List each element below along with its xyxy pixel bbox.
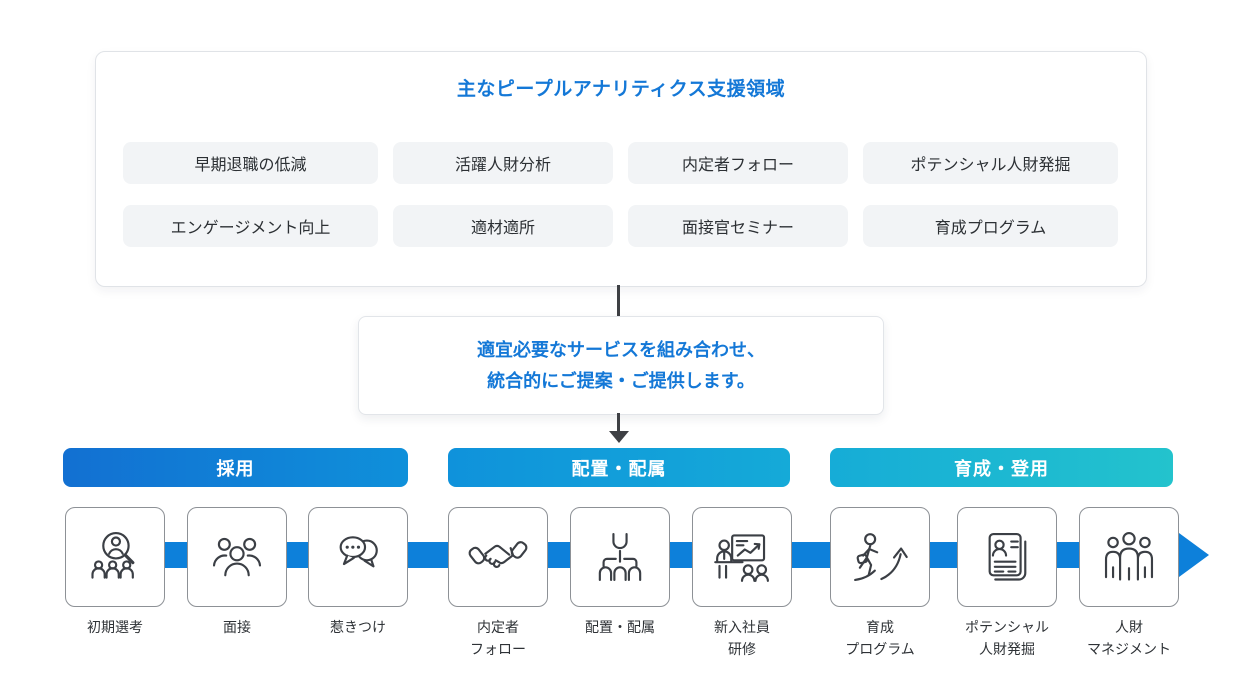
step-label: 新入社員 研修 (714, 619, 770, 657)
handshake-icon (468, 541, 528, 568)
step-box-development-program (830, 507, 930, 607)
support-area-pill: 面接官セミナー (628, 205, 848, 247)
step-label: 惹きつけ (330, 619, 386, 635)
support-area-pill: ポテンシャル人財発掘 (863, 142, 1118, 184)
phase-label: 採用 (216, 458, 255, 479)
people-management-icon (1104, 532, 1154, 581)
candidate-screening-icon (91, 532, 135, 579)
support-pills-row-1: 早期退職の低減 活躍人財分析 内定者フォロー ポテンシャル人財発掘 (123, 142, 1118, 184)
support-area-pill: エンゲージメント向上 (123, 205, 378, 247)
timeline-arrowhead-icon (1179, 533, 1209, 577)
phase-label: 育成・登用 (954, 458, 1049, 479)
support-pills-row-2: エンゲージメント向上 適材適所 面接官セミナー 育成プログラム (123, 205, 1118, 247)
training-presentation-icon (714, 534, 769, 582)
resume-discovery-icon (988, 532, 1027, 581)
interview-icon (212, 537, 262, 577)
step-label: 配置・配属 (585, 619, 655, 635)
growth-path-icon (854, 533, 908, 582)
step-box-potential-talent-discovery (957, 507, 1057, 607)
proposal-text: 適宜必要なサービスを組み合わせ、 統合的にご提案・ご提供します。 (477, 339, 765, 391)
step-box-talent-management (1079, 507, 1179, 607)
step-box-interview (187, 507, 287, 607)
proposal-box: 適宜必要なサービスを組み合わせ、 統合的にご提案・ご提供します。 (358, 316, 884, 415)
step-box-offer-holder-follow (448, 507, 548, 607)
speech-bubbles-icon (339, 536, 378, 568)
connector-line-bottom (617, 413, 620, 432)
step-label: 育成 プログラム (845, 619, 915, 657)
phase-bar-3: 育成・登用 (830, 448, 1173, 487)
step-box-new-employee-training (692, 507, 792, 607)
connector-line-top (617, 285, 620, 316)
support-area-pill: 内定者フォロー (628, 142, 848, 184)
phase-bar-2: 配置・配属 (448, 448, 790, 487)
support-areas-card: 主なピープルアナリティクス支援領域 早期退職の低減 活躍人財分析 内定者フォロー… (95, 51, 1147, 287)
phase-label: 配置・配属 (571, 458, 667, 479)
card-title: 主なピープルアナリティクス支援領域 (456, 79, 786, 100)
support-area-pill: 早期退職の低減 (123, 142, 378, 184)
org-chart-icon (598, 532, 642, 582)
support-area-pill: 活躍人財分析 (393, 142, 613, 184)
step-box-placement (570, 507, 670, 607)
step-label: 初期選考 (87, 619, 143, 635)
step-label: 内定者 フォロー (470, 619, 526, 657)
step-box-initial-screening (65, 507, 165, 607)
step-label: 人財 マネジメント (1087, 619, 1171, 657)
support-area-pill: 育成プログラム (863, 205, 1118, 247)
phase-bar-1: 採用 (63, 448, 408, 487)
step-label: 面接 (223, 619, 251, 635)
step-box-attraction (308, 507, 408, 607)
step-label: ポテンシャル 人財発掘 (965, 619, 1049, 657)
support-area-pill: 適材適所 (393, 205, 613, 247)
down-arrowhead-icon (609, 431, 629, 443)
